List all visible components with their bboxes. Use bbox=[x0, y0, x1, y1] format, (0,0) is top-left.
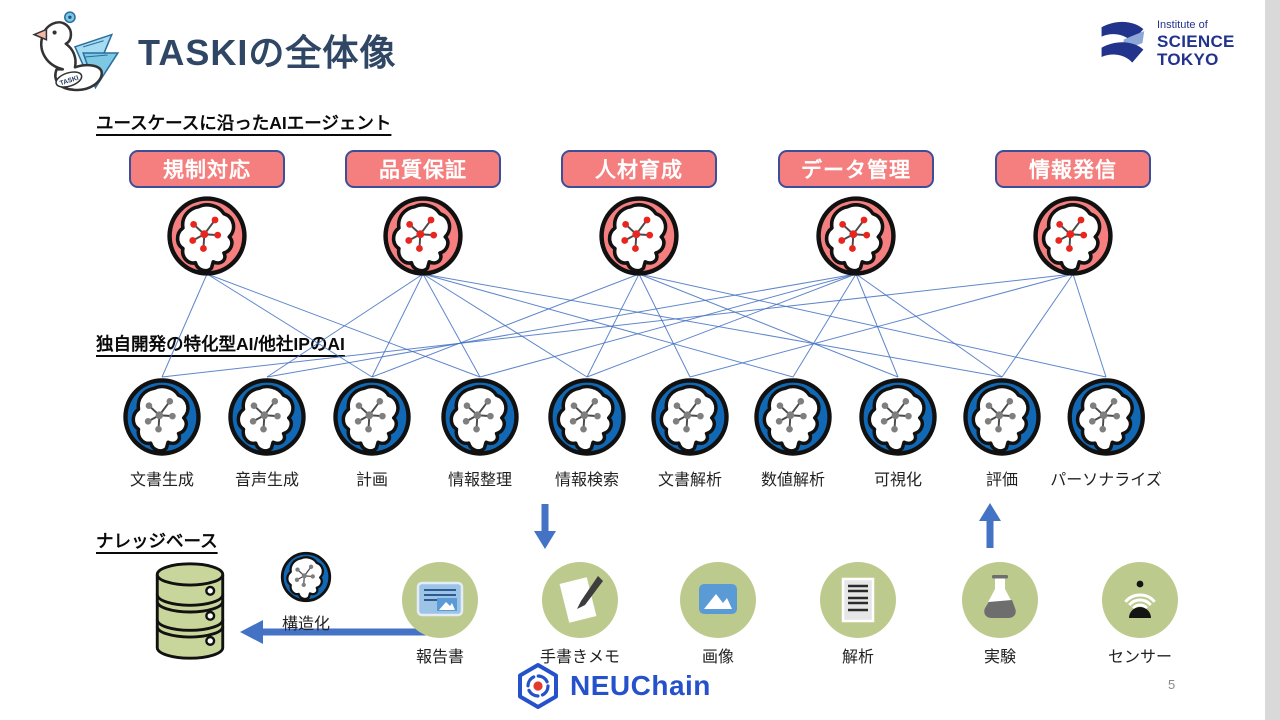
ai-model-label: パーソナライズ bbox=[1050, 472, 1162, 489]
science-tokyo-line1: Institute of bbox=[1157, 19, 1208, 32]
brain-network-icon bbox=[333, 378, 411, 456]
ai-model-label: 文書解析 bbox=[657, 472, 722, 489]
neuchain-logo: NEUChain bbox=[514, 662, 711, 710]
slide-edge-strip bbox=[1265, 0, 1280, 720]
source-label: 手書きメモ bbox=[539, 649, 621, 666]
brain-network-icon bbox=[548, 378, 626, 456]
ai-model-label: 評価 bbox=[985, 472, 1018, 489]
agent-node: データ管理 bbox=[778, 150, 934, 277]
ai-model-label: 音声生成 bbox=[234, 472, 299, 489]
memo-icon bbox=[541, 562, 618, 638]
source-node: 手書きメモ bbox=[540, 562, 620, 667]
brain-network-icon bbox=[280, 551, 332, 603]
agent-label: 規制対応 bbox=[129, 150, 285, 188]
heading-agents: ユースケースに沿ったAIエージェント bbox=[96, 113, 392, 133]
ai-model-node: 文書解析 bbox=[650, 377, 730, 490]
brain-network-icon bbox=[1067, 378, 1145, 456]
ai-model-label: 数値解析 bbox=[760, 472, 825, 489]
ai-model-node: 文書生成 bbox=[122, 377, 202, 490]
brain-network-icon bbox=[167, 196, 247, 276]
brain-network-icon bbox=[651, 378, 729, 456]
ai-model-label: 情報検索 bbox=[554, 472, 619, 489]
ai-model-node: 情報整理 bbox=[440, 377, 520, 490]
agent-label: 人材育成 bbox=[561, 150, 717, 188]
agent-label: 情報発信 bbox=[995, 150, 1151, 188]
taski-swan-logo: TASKI bbox=[32, 11, 120, 92]
image-icon bbox=[680, 562, 756, 638]
ai-model-node: 数値解析 bbox=[753, 377, 833, 490]
brain-network-icon bbox=[383, 196, 463, 276]
report-icon bbox=[402, 562, 478, 638]
page-title: TASKIの全体像 bbox=[138, 32, 397, 73]
sensor-icon bbox=[1102, 562, 1178, 638]
ai-model-label: 可視化 bbox=[873, 472, 922, 489]
structuring-label: 構造化 bbox=[281, 616, 330, 633]
heading-ai-models: 独自開発の特化型AI/他社IPのAI bbox=[96, 334, 345, 354]
experiment-icon bbox=[962, 562, 1038, 638]
source-node: 解析 bbox=[820, 562, 896, 667]
structuring-node: 構造化 bbox=[280, 551, 332, 634]
science-tokyo-mark-icon bbox=[1101, 21, 1145, 63]
source-node: センサー bbox=[1102, 562, 1178, 667]
brain-network-icon bbox=[599, 196, 679, 276]
agent-node: 情報発信 bbox=[995, 150, 1151, 277]
source-label: 画像 bbox=[701, 649, 734, 666]
brain-network-icon bbox=[228, 378, 306, 456]
agent-node: 規制対応 bbox=[129, 150, 285, 277]
database-icon bbox=[155, 562, 225, 660]
agent-label: 品質保証 bbox=[345, 150, 501, 188]
structuring-brain-icon bbox=[280, 551, 332, 608]
ai-model-label: 計画 bbox=[355, 472, 388, 489]
heading-knowledge-base: ナレッジベース bbox=[96, 531, 218, 551]
page-number: 5 bbox=[1168, 677, 1176, 692]
neuchain-mark-icon bbox=[518, 663, 558, 709]
analysis-icon bbox=[820, 562, 896, 638]
brain-network-icon bbox=[1033, 196, 1113, 276]
ai-model-node: 可視化 bbox=[858, 377, 938, 490]
neuchain-wordmark: NEUChain bbox=[570, 670, 711, 701]
brain-network-icon bbox=[123, 378, 201, 456]
brain-network-icon bbox=[816, 196, 896, 276]
science-tokyo-wordmark: Institute of SCIENCE TOKYO bbox=[1157, 19, 1235, 69]
brain-network-icon bbox=[441, 378, 519, 456]
ai-model-label: 文書生成 bbox=[129, 472, 194, 489]
science-tokyo-line3: TOKYO bbox=[1157, 49, 1219, 69]
source-label: 報告書 bbox=[415, 649, 464, 666]
brain-network-icon bbox=[859, 378, 937, 456]
source-node: 画像 bbox=[680, 562, 756, 667]
science-tokyo-logo: Institute of SCIENCE TOKYO bbox=[1096, 18, 1235, 70]
source-label: センサー bbox=[1107, 649, 1172, 666]
ai-model-node: 情報検索 bbox=[547, 377, 627, 490]
ai-model-node: パーソナライズ bbox=[1050, 377, 1162, 490]
agent-node: 品質保証 bbox=[345, 150, 501, 277]
ai-model-node: 評価 bbox=[962, 377, 1042, 490]
brain-network-icon bbox=[754, 378, 832, 456]
ai-model-node: 音声生成 bbox=[227, 377, 307, 490]
source-label: 実験 bbox=[983, 649, 1016, 666]
brain-network-icon bbox=[963, 378, 1041, 456]
source-node: 報告書 bbox=[402, 562, 478, 667]
agent-node: 人材育成 bbox=[561, 150, 717, 277]
source-label: 解析 bbox=[841, 649, 874, 666]
source-node: 実験 bbox=[962, 562, 1038, 667]
ai-model-label: 情報整理 bbox=[447, 472, 512, 489]
ai-model-node: 計画 bbox=[332, 377, 412, 490]
science-tokyo-line2: SCIENCE bbox=[1157, 32, 1235, 52]
agent-label: データ管理 bbox=[778, 150, 934, 188]
